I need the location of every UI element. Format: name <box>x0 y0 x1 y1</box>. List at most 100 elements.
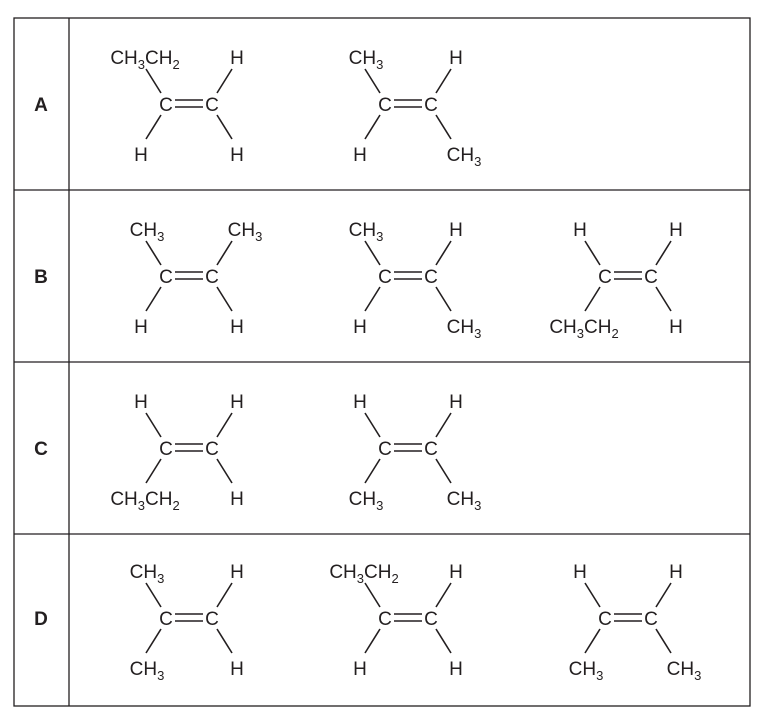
carbon-atom: C <box>378 267 392 288</box>
bond-top-right <box>435 68 452 94</box>
substituent-top-left: H <box>353 392 367 413</box>
substituent-bottom-right: H <box>230 145 244 166</box>
carbon-atom: C <box>598 267 612 288</box>
bond-bottom-left <box>145 114 162 140</box>
bond-bottom-left <box>364 114 381 140</box>
alkene-structure: C C H H CH3 CH3 <box>569 562 702 683</box>
substituent-bottom-left: CH3 <box>130 659 165 683</box>
substituent-top-right: H <box>449 220 463 241</box>
bond-top-right <box>216 412 233 438</box>
bond-bottom-left <box>584 628 601 654</box>
substituent-bottom-right: CH3 <box>447 145 482 169</box>
bond-bottom-right <box>655 628 672 654</box>
substituent-bottom-right: H <box>449 659 463 680</box>
carbon-atom: C <box>378 609 392 630</box>
carbon-atom: C <box>424 267 438 288</box>
bond-top-right <box>655 582 672 608</box>
substituent-top-left: H <box>573 562 587 583</box>
bond-bottom-right <box>435 628 452 654</box>
bond-top-right <box>216 240 233 266</box>
substituent-bottom-left: CH3CH2 <box>549 317 618 341</box>
substituent-bottom-left: H <box>353 145 367 166</box>
substituent-bottom-left: CH3 <box>569 659 604 683</box>
substituent-top-left: H <box>573 220 587 241</box>
bond-bottom-left <box>364 458 381 484</box>
option-label-d: D <box>34 609 48 630</box>
bond-bottom-right <box>216 114 233 140</box>
substituent-bottom-right: CH3 <box>447 317 482 341</box>
substituent-top-right: H <box>230 392 244 413</box>
substituent-bottom-right: CH3 <box>667 659 702 683</box>
option-label-b: B <box>34 267 48 288</box>
carbon-atom: C <box>205 439 219 460</box>
carbon-atom: C <box>159 609 173 630</box>
substituent-top-right: H <box>449 48 463 69</box>
substituent-top-right: H <box>669 220 683 241</box>
substituent-top-right: CH3 <box>228 220 263 244</box>
bond-bottom-right <box>435 286 452 312</box>
substituent-top-left: CH3 <box>130 562 165 586</box>
carbon-atom: C <box>424 95 438 116</box>
bond-top-right <box>435 412 452 438</box>
bond-top-left <box>364 582 381 608</box>
bond-top-left <box>584 240 601 266</box>
substituent-bottom-right: H <box>669 317 683 338</box>
alkene-structure: C C H H CH3 CH3 <box>349 392 482 513</box>
bond-bottom-left <box>145 628 162 654</box>
carbon-atom: C <box>159 95 173 116</box>
carbon-atom: C <box>378 439 392 460</box>
carbon-atom: C <box>205 267 219 288</box>
substituent-bottom-right: CH3 <box>447 489 482 513</box>
option-label-c: C <box>34 439 48 460</box>
substituent-top-left: CH3CH2 <box>329 562 398 586</box>
bond-bottom-left <box>584 286 601 312</box>
bond-bottom-right <box>216 628 233 654</box>
bond-top-right <box>216 582 233 608</box>
substituent-bottom-left: H <box>134 317 148 338</box>
bond-bottom-right <box>655 286 672 312</box>
substituent-top-right: H <box>669 562 683 583</box>
bond-top-right <box>216 68 233 94</box>
carbon-atom: C <box>424 439 438 460</box>
substituent-bottom-right: H <box>230 317 244 338</box>
substituent-bottom-left: H <box>134 145 148 166</box>
bond-top-left <box>145 582 162 608</box>
bond-top-right <box>655 240 672 266</box>
carbon-atom: C <box>424 609 438 630</box>
carbon-atom: C <box>159 267 173 288</box>
substituent-top-right: H <box>449 562 463 583</box>
carbon-atom: C <box>644 609 658 630</box>
substituent-bottom-right: H <box>230 659 244 680</box>
bond-top-right <box>435 240 452 266</box>
bond-bottom-left <box>364 286 381 312</box>
bond-top-left <box>584 582 601 608</box>
bond-top-left <box>364 412 381 438</box>
carbon-atom: C <box>598 609 612 630</box>
bond-bottom-right <box>435 114 452 140</box>
substituent-top-left: CH3 <box>349 220 384 244</box>
substituent-bottom-left: CH3CH2 <box>110 489 179 513</box>
substituent-top-right: H <box>230 562 244 583</box>
bond-bottom-right <box>216 458 233 484</box>
carbon-atom: C <box>205 609 219 630</box>
substituent-top-right: H <box>449 392 463 413</box>
carbon-atom: C <box>205 95 219 116</box>
bond-bottom-right <box>216 286 233 312</box>
carbon-atom: C <box>378 95 392 116</box>
bond-bottom-left <box>145 286 162 312</box>
bond-top-left <box>364 68 381 94</box>
substituent-bottom-left: CH3 <box>349 489 384 513</box>
bond-bottom-left <box>145 458 162 484</box>
substituent-top-right: H <box>230 48 244 69</box>
substituent-bottom-right: H <box>230 489 244 510</box>
bond-top-left <box>145 240 162 266</box>
